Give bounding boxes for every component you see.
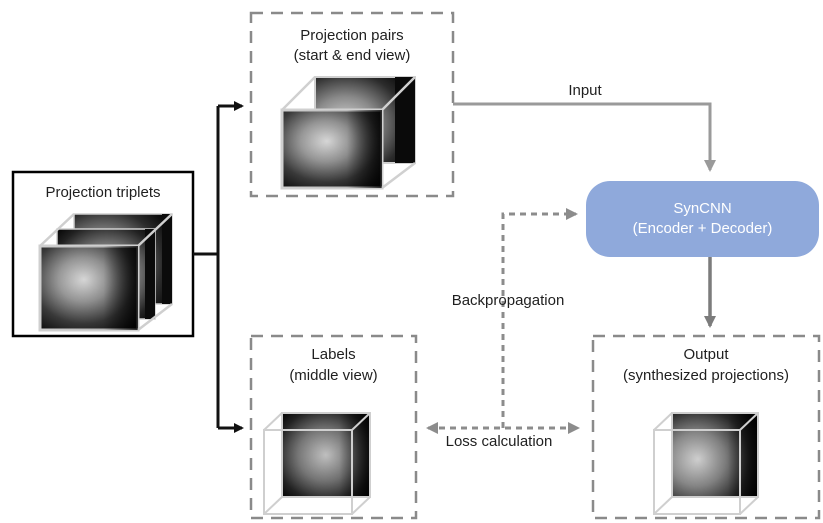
output-title-line1: Output [683, 346, 729, 363]
output-box [591, 334, 821, 520]
input-edge-label: Input [568, 82, 602, 99]
labels-box [249, 334, 418, 520]
syncnn-title-line1: SynCNN [673, 200, 732, 217]
syncnn-title-line2: (Encoder + Decoder) [632, 220, 773, 237]
backprop-edge-label: Backpropagation [451, 292, 565, 309]
triplets-image-stack [38, 213, 173, 332]
pairs-image-stack [280, 76, 416, 190]
pairs-title-line2: (start & end view) [293, 47, 411, 64]
pairs-box [249, 11, 455, 198]
input-arrow [453, 102, 716, 172]
output-title-line2: (synthesized projections) [623, 367, 789, 384]
syncnn-box [586, 181, 819, 257]
pairs-title-line1: Projection pairs [300, 27, 404, 44]
labels-image-cube [263, 412, 371, 515]
output-image-cube [653, 412, 759, 515]
backprop-arrow [501, 208, 578, 428]
split-arrows [193, 101, 244, 433]
labels-title-line1: Labels [311, 346, 356, 363]
loss-edge-label: Loss calculation [445, 433, 553, 450]
triplets-title: Projection triplets [45, 184, 161, 201]
labels-title-line2: (middle view) [289, 367, 378, 384]
